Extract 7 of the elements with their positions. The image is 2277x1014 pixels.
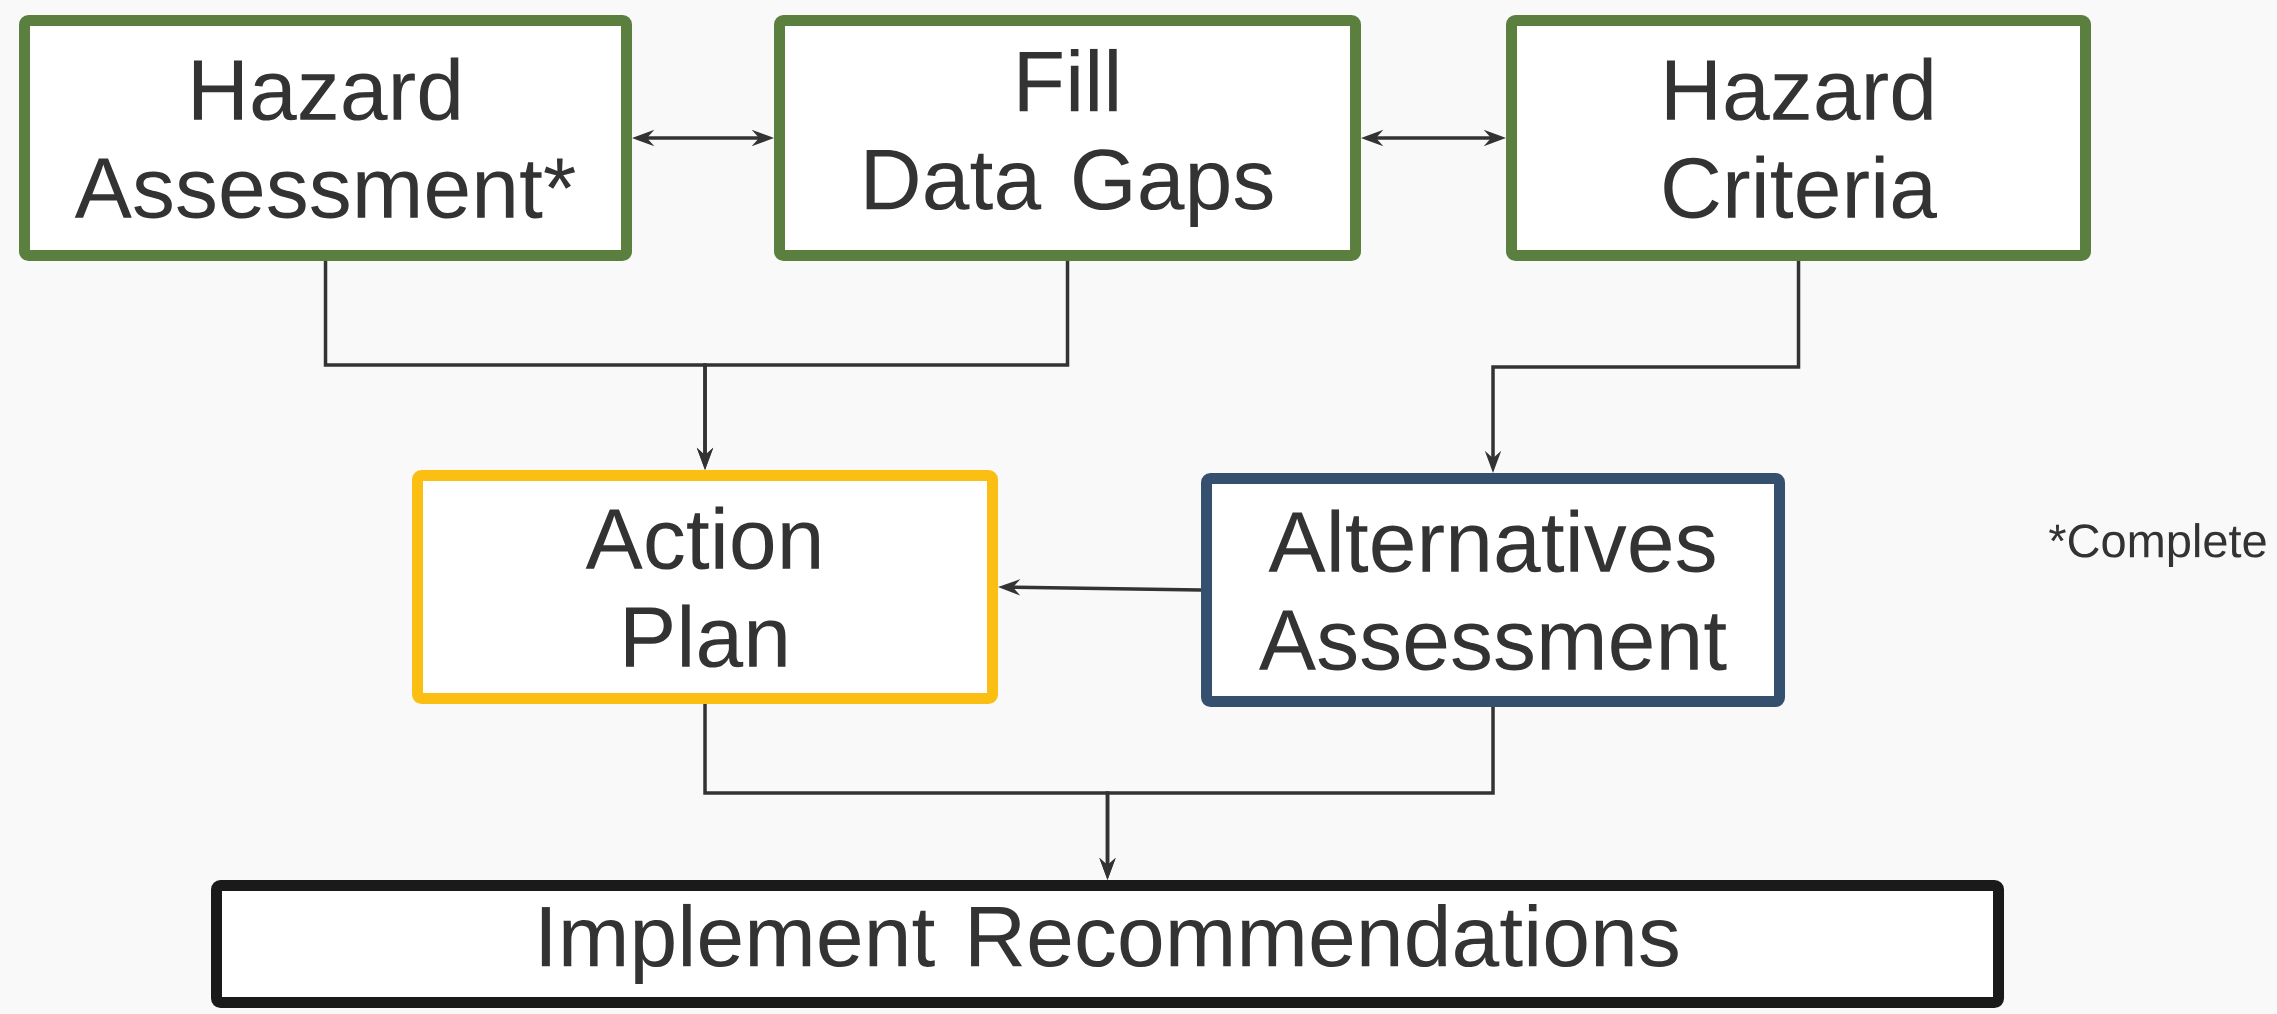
process-box: Hazard Criteria [1506, 15, 2091, 261]
process-box: Alternatives Assessment [1201, 473, 1785, 707]
process-box: Hazard Assessment* [19, 15, 632, 261]
process-box: Fill Data Gaps [774, 15, 1361, 261]
note-text: *Complete [2049, 523, 2266, 567]
process-box: Implement Recommendations [211, 880, 2004, 1008]
process-box: Action Plan [412, 470, 998, 704]
